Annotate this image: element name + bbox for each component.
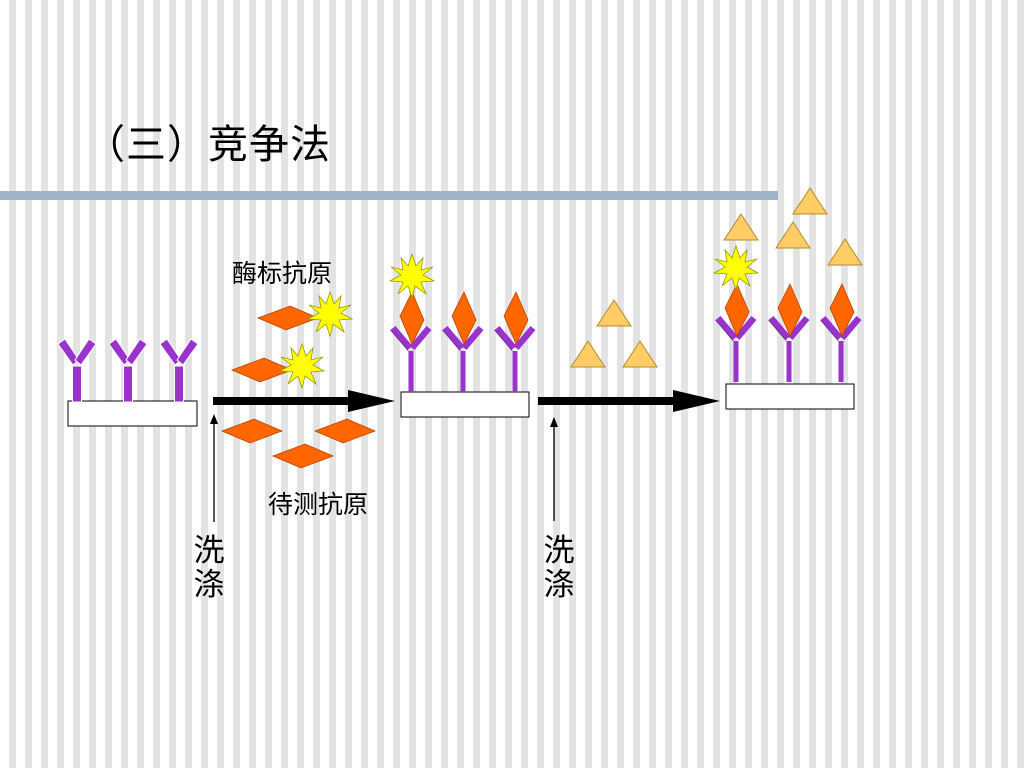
label-wash-2: 洗涤 xyxy=(543,533,575,603)
diamond-antigen-icon xyxy=(314,418,376,444)
triangle-antigen-icon xyxy=(596,299,632,327)
solid-arrow-icon xyxy=(213,390,395,412)
solid-phase-stage-3 xyxy=(713,245,862,410)
solid-arrow-icon xyxy=(538,390,720,412)
label-test-antigen: 待测抗原 xyxy=(268,490,369,519)
wash-pointer-1 xyxy=(210,414,218,522)
title-underline xyxy=(0,191,778,200)
star-enzyme-icon xyxy=(713,245,759,291)
triangle-antigen-icon xyxy=(622,340,658,368)
triangle-antigen-icon xyxy=(723,213,759,241)
triangle-antigen-icon xyxy=(827,238,863,266)
substrate-triangles-1 xyxy=(570,299,658,368)
triangle-antigen-icon xyxy=(775,221,811,249)
label-enzyme-antigen: 酶标抗原 xyxy=(232,259,333,288)
star-enzyme-icon xyxy=(389,253,435,299)
y-antibody-icon xyxy=(108,338,148,403)
y-antibody-icon xyxy=(159,338,199,403)
label-wash-1: 洗涤 xyxy=(193,533,225,603)
test-antigens xyxy=(221,418,376,469)
solid-phase-stage-1 xyxy=(57,338,199,427)
star-enzyme-icon xyxy=(279,343,325,389)
diamond-antigen-icon xyxy=(221,418,283,444)
triangle-antigen-icon xyxy=(570,340,606,368)
slide-title: （三）竞争法 xyxy=(85,122,331,168)
enzyme-labelled-antigens xyxy=(231,291,353,389)
solid-phase-stage-2 xyxy=(389,253,536,418)
wash-pointer-2 xyxy=(550,417,558,521)
diamond-antigen-icon xyxy=(272,443,334,469)
y-antibody-icon xyxy=(57,338,97,403)
star-enzyme-icon xyxy=(307,291,353,337)
triangle-antigen-icon xyxy=(792,187,828,215)
